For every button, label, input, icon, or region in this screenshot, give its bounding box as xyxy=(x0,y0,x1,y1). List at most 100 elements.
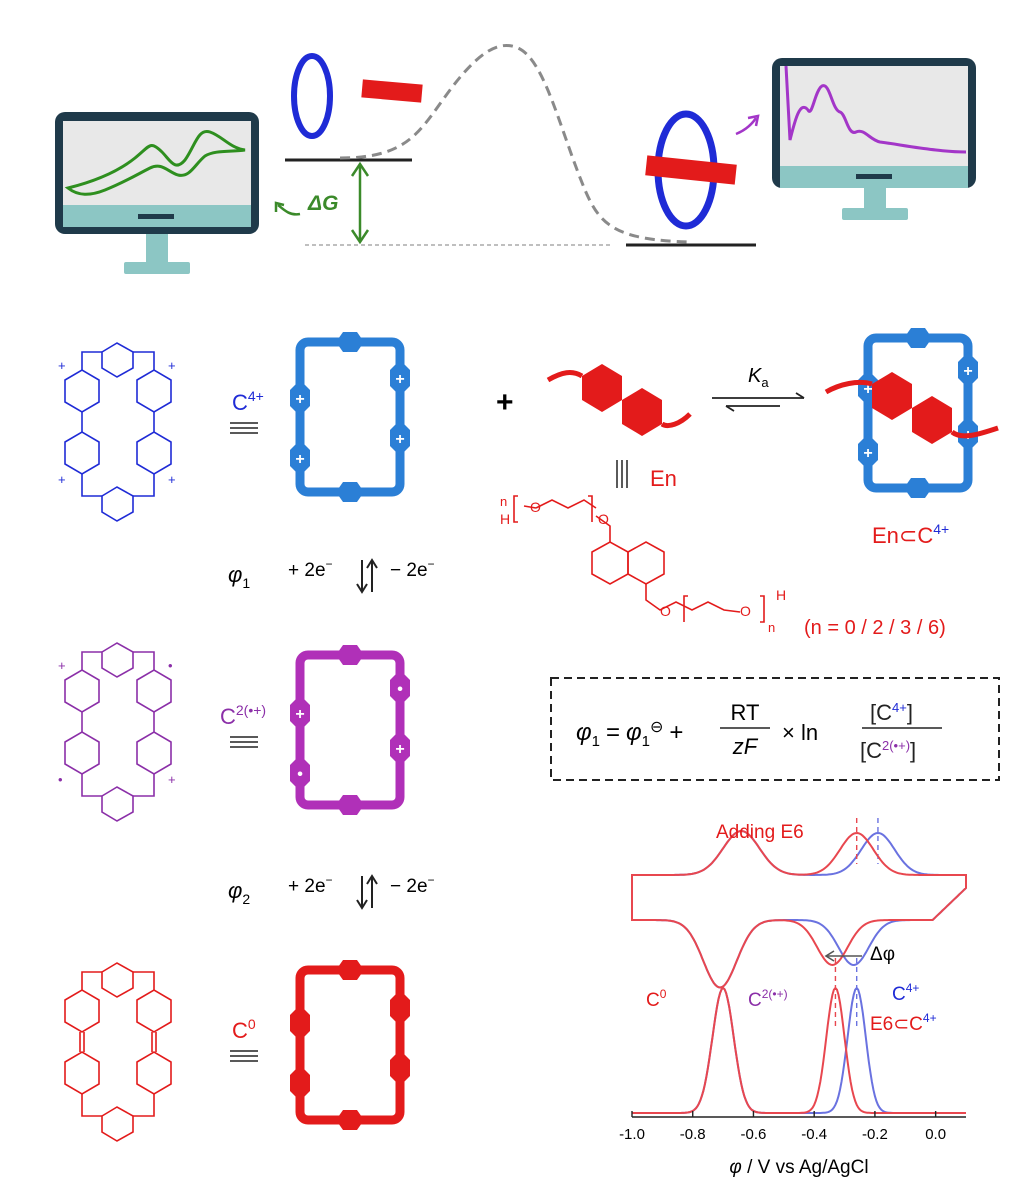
spectrum-pointer-head xyxy=(747,114,760,127)
left-monitor-cv-trace xyxy=(64,129,246,196)
guest-structure xyxy=(513,495,765,623)
right-monitor-slot xyxy=(856,174,892,179)
bound-axle-icon xyxy=(645,155,737,185)
c2-cartoon-frame xyxy=(295,650,405,810)
c2-charge-2: + xyxy=(168,772,176,787)
delta-g-pointer-head xyxy=(274,201,285,212)
c4-right-ring-bottom xyxy=(136,431,172,475)
phi2-label: φ2 xyxy=(228,878,250,907)
guest-structure-labels: n H O O O O H n (n = 0 / 2 / 3 / 6) xyxy=(500,494,946,639)
equation-numerator: [C4+] xyxy=(870,700,913,725)
c4-bottom-benzene xyxy=(101,486,134,522)
x-tick-label: -0.8 xyxy=(680,1126,706,1143)
c2-cartoon-hex-4 xyxy=(390,730,410,766)
species-labels: C4+ C2(•+) C0 xyxy=(220,388,266,1062)
c4-cartoon-hex-1 xyxy=(290,380,310,416)
nernst-equation-box: φ1=φ1⊖+ RT zF × ln [C4+] [C2(•+)] xyxy=(550,677,1000,781)
phi2-arrowhead-up xyxy=(366,874,378,885)
complex-plus-2: + xyxy=(863,445,872,462)
c0-peak-label: C0 xyxy=(646,987,667,1011)
guest-n-bottom: n xyxy=(768,620,775,635)
delta-g-arrowhead-down xyxy=(350,229,370,245)
c2-label: C2(•+) xyxy=(220,702,266,729)
en-equiv-sign xyxy=(616,460,628,488)
c4-cartoon-plus-3: + xyxy=(395,371,404,388)
c4-cartoon-plus-2: + xyxy=(295,451,304,468)
dpv-series-2 xyxy=(632,986,966,1114)
c2-top-benzene xyxy=(101,642,134,678)
cartoon-c2: + • • + xyxy=(290,645,410,815)
delta-g-pointer xyxy=(277,204,301,216)
phi1-add: + 2e− xyxy=(288,557,333,581)
equation-border xyxy=(550,677,1000,781)
left-monitor-screen xyxy=(63,121,251,205)
c4-cartoon-plus-1: + xyxy=(295,391,304,408)
complex-plus-3: + xyxy=(963,363,972,380)
c0-cartoon-hex-1 xyxy=(290,1005,310,1041)
complex-top-hex xyxy=(904,328,932,348)
phi2-remove: − 2e− xyxy=(390,873,435,897)
c0-cartoon-hex-2 xyxy=(290,1065,310,1101)
binding-reaction: + Ka En xyxy=(496,364,805,491)
c0-bottom-benzene xyxy=(101,1106,134,1142)
c4-charge-4: + xyxy=(168,472,176,487)
phi1-arrowhead-up xyxy=(366,558,378,569)
equation-zf: zF xyxy=(732,734,759,759)
c0-left-ring-top xyxy=(64,989,100,1033)
cv-series-1 xyxy=(631,829,967,989)
c2-cartoon-hex-1 xyxy=(290,695,310,731)
guest-o-3: O xyxy=(660,603,671,619)
c4-cartoon-top-hex xyxy=(336,332,364,352)
complex-label: En⊂C4+ xyxy=(872,521,949,548)
x-tick-label: -0.6 xyxy=(741,1126,767,1143)
redox-step-2: φ2 + 2e− − 2e− xyxy=(228,873,435,910)
c4-right-ring-top xyxy=(136,369,172,413)
phi1-remove: − 2e− xyxy=(390,557,435,581)
c4-cartoon-bottom-hex xyxy=(336,482,364,502)
c0-cartoon-hex-3 xyxy=(390,990,410,1026)
c0-label: C0 xyxy=(232,1016,256,1043)
left-monitor-neck xyxy=(146,234,168,262)
cartoon-c4: + + + + xyxy=(290,332,410,502)
guest-brackets xyxy=(513,495,765,623)
guest-tail-right xyxy=(660,412,692,429)
guest-chain-top xyxy=(523,499,611,542)
c4-cartoon-plus-4: + xyxy=(395,431,404,448)
right-monitor-neck xyxy=(864,188,886,208)
free-ring-icon xyxy=(291,53,333,139)
c0-left-ring-bottom xyxy=(64,1051,100,1095)
c2-cartoon-dot-1: • xyxy=(297,766,303,783)
c2-cartoon-plus-1: + xyxy=(295,706,304,723)
c0-equiv-sign xyxy=(230,1050,258,1062)
n-values-label: (n = 0 / 2 / 3 / 6) xyxy=(804,617,946,639)
c0-linkers xyxy=(79,971,157,1117)
c4-linkers xyxy=(81,351,155,497)
delta-g-arrowhead-up xyxy=(350,161,370,177)
guest-tail-left xyxy=(546,370,584,383)
right-monitor-spectrum-trace xyxy=(784,65,967,154)
c2-cartoon-dot-2: • xyxy=(397,681,403,698)
structure-c0 xyxy=(64,962,172,1142)
c2-left-ring-bottom xyxy=(64,731,100,775)
c2-charge-1: + xyxy=(58,658,66,673)
cv-series-2 xyxy=(631,829,967,989)
cartoon-c0 xyxy=(290,960,410,1130)
c2-radical-2: • xyxy=(58,772,63,787)
complex-hex-3 xyxy=(958,352,978,388)
equilibrium-forward-head xyxy=(795,392,805,399)
delta-phi-label: Δφ xyxy=(870,944,895,965)
c2-linkers xyxy=(81,651,155,797)
phi2-add: + 2e− xyxy=(288,873,333,897)
spectrum-pointer xyxy=(735,117,758,136)
chart-curves xyxy=(631,818,967,1114)
x-tick-label: -0.2 xyxy=(862,1126,888,1143)
c4-left-ring-bottom xyxy=(64,431,100,475)
c4-cartoon-hex-2 xyxy=(290,440,310,476)
c2-cartoon-plus-2: + xyxy=(395,741,404,758)
c4-top-benzene xyxy=(101,342,134,378)
c0-cartoon-frame xyxy=(295,965,405,1125)
c2-right-ring-bottom xyxy=(136,731,172,775)
guest-n-top: n xyxy=(500,494,507,509)
